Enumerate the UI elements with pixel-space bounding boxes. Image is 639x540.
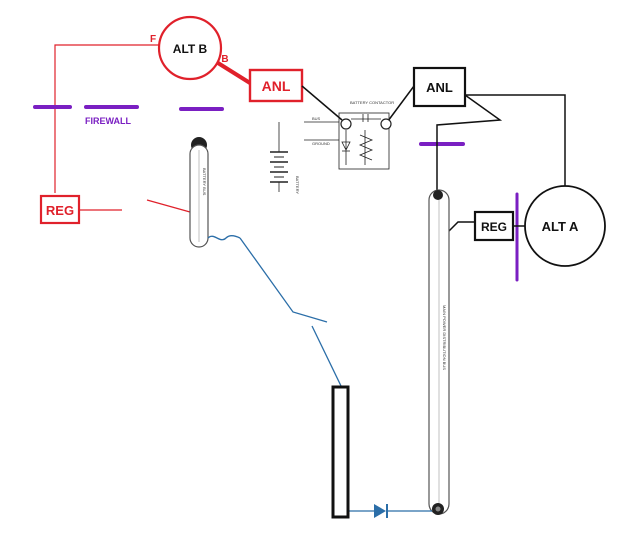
diode-triangle xyxy=(374,504,386,518)
reg-to-bus-wire-2 xyxy=(146,199,191,213)
reg-left: REG xyxy=(39,194,81,225)
reg-right-to-bus-wire xyxy=(447,221,475,233)
battery-caption: BATTERY xyxy=(295,176,300,194)
bus-caption: BUS xyxy=(312,116,321,121)
anl-left: ANL xyxy=(248,68,304,103)
anl-right-label: ANL xyxy=(426,80,453,95)
alt-b-output-terminal-label: B xyxy=(221,54,228,65)
battery-bus: BATTERY BUS xyxy=(189,137,209,248)
contactor-ground-wire xyxy=(304,121,339,141)
anl-right-to-bus-wire xyxy=(436,94,503,190)
auxiliary-bus-bar xyxy=(331,385,350,519)
battery-symbol xyxy=(270,122,288,192)
firewall-label: FIREWALL xyxy=(85,116,131,126)
reg-left-box xyxy=(39,194,81,225)
anl-left-label: ANL xyxy=(262,78,291,94)
alt-a: ALT A xyxy=(524,185,606,267)
diode xyxy=(374,504,388,518)
anl-left-box xyxy=(248,68,304,103)
battery-bus-caption: BATTERY BUS xyxy=(202,168,207,196)
firewall-marks xyxy=(33,105,519,282)
anl-left-to-contactor-wire xyxy=(301,85,343,121)
main-bus-caption: MAIN POWER DISTRIBUTION BUS xyxy=(442,305,447,370)
main-bus-top-terminal xyxy=(433,190,443,200)
contactor-diode xyxy=(341,130,351,165)
contactor-caption: BATTERY CONTACTOR xyxy=(350,100,394,105)
alt-a-label: ALT A xyxy=(542,219,579,234)
anl-right-box xyxy=(412,66,467,108)
alt-b-circle xyxy=(157,15,223,81)
contactor-terminal xyxy=(340,118,352,130)
field-wire xyxy=(54,44,160,193)
alt-b-wiring xyxy=(54,44,191,213)
reg-right: REG xyxy=(473,210,515,242)
reg-right-box xyxy=(473,210,515,242)
contactor-coil xyxy=(358,130,374,165)
anl-right-to-alt-a-wire xyxy=(465,94,566,186)
battery-contactor xyxy=(304,112,392,170)
contactor-to-anl-right-wire xyxy=(384,85,415,126)
battery-bus-tap xyxy=(207,235,241,241)
battery-bus-to-endurance-bus-wire xyxy=(239,237,328,323)
reg-right-label: REG xyxy=(481,220,507,234)
anl-right: ANL xyxy=(412,66,467,108)
alt-b-field-terminal-label: F xyxy=(150,34,156,45)
alt-a-wiring xyxy=(301,85,566,233)
alt-b: ALT B xyxy=(157,15,223,81)
reg-left-label: REG xyxy=(46,203,74,218)
alt-b-label: ALT B xyxy=(173,42,208,56)
blue-wiring xyxy=(207,235,432,512)
main-power-bus: MAIN POWER DISTRIBUTION BUS xyxy=(428,189,450,515)
ground-caption: GROUND xyxy=(312,141,330,146)
contactor-terminal xyxy=(380,118,392,130)
contactor-box xyxy=(338,112,390,170)
alt-a-circle xyxy=(524,185,606,267)
